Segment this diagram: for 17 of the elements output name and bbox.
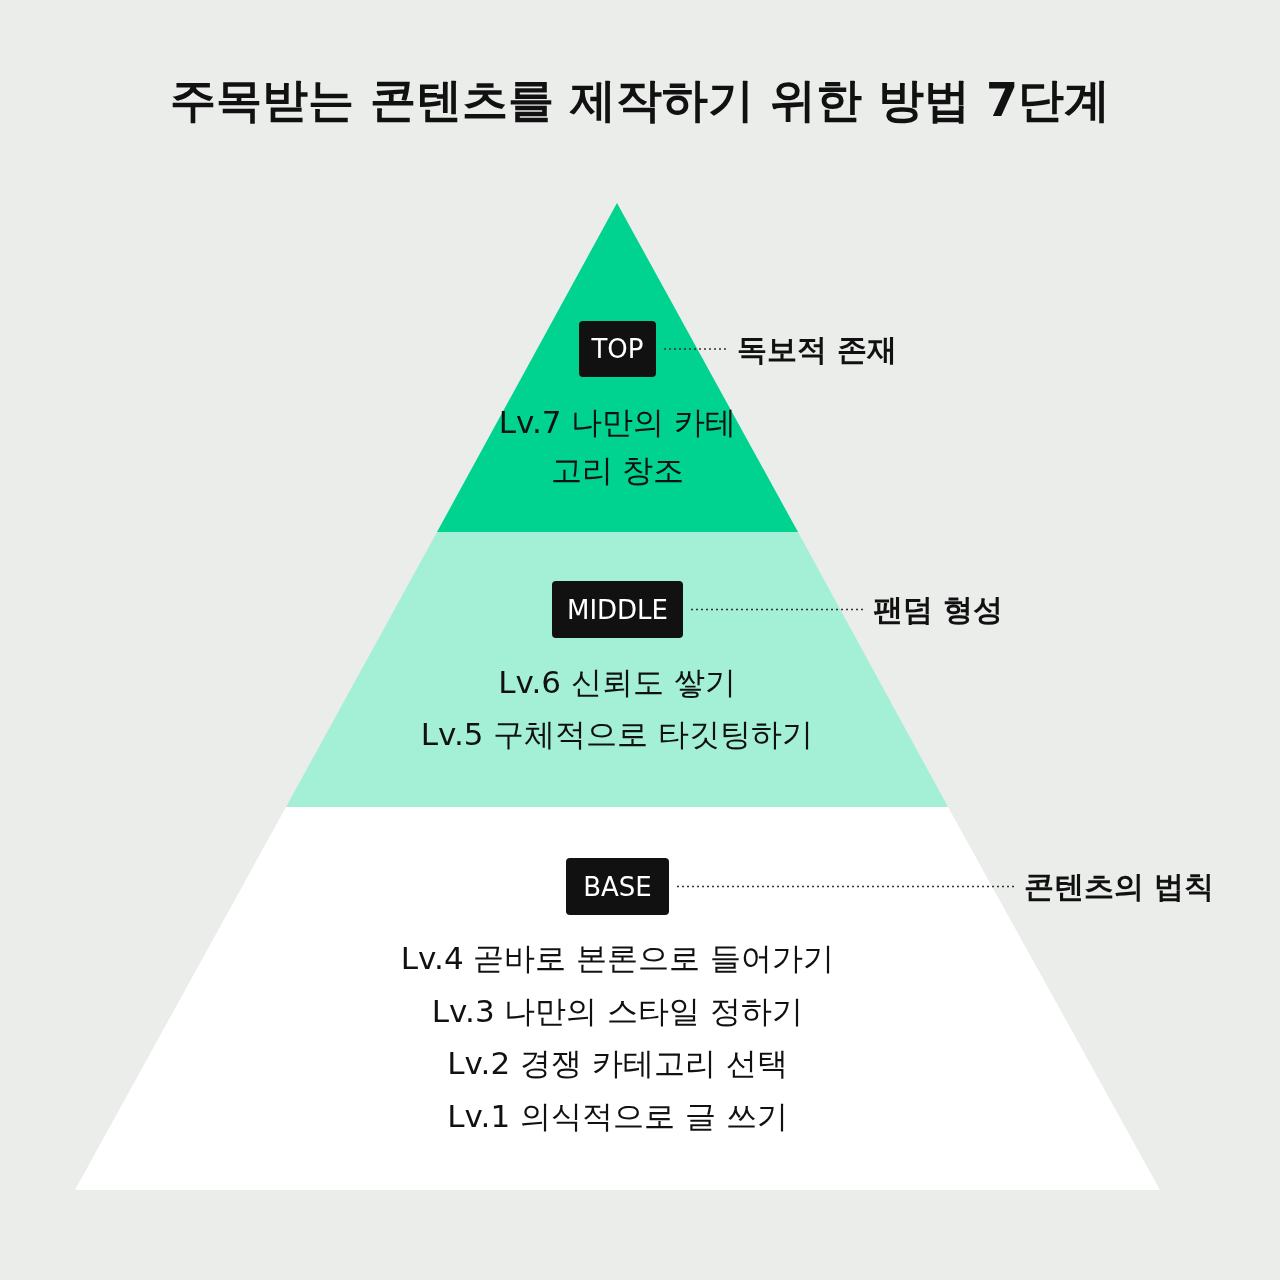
level-text: Lv.4 곧바로 본론으로 들어가기 xyxy=(399,939,836,978)
tier-label: 독보적 존재 xyxy=(737,330,898,370)
tier-badge: TOP xyxy=(579,321,656,377)
tier-label: 팬덤 형성 xyxy=(873,590,1004,630)
level-text: Lv.7 나만의 카테고리 창조 xyxy=(497,403,738,490)
title: 주목받는 콘텐츠를 제작하기 위한 방법 7단계 xyxy=(168,72,1112,129)
leader-line xyxy=(663,348,728,350)
tier-badge: BASE xyxy=(566,858,669,915)
level-text: Lv.1 의식적으로 글 쓰기 xyxy=(446,1097,789,1136)
leader-line xyxy=(690,608,864,611)
leader-line xyxy=(676,885,1015,888)
level-text: Lv.6 신뢰도 쌓기 xyxy=(497,663,737,702)
tier-label: 콘텐츠의 법칙 xyxy=(1024,867,1215,907)
tier-badge: MIDDLE xyxy=(552,581,683,638)
level-text: Lv.5 구체적으로 타깃팅하기 xyxy=(419,715,815,754)
level-text: Lv.2 경쟁 카테고리 선택 xyxy=(446,1044,789,1083)
level-text: Lv.3 나만의 스타일 정하기 xyxy=(430,992,805,1031)
